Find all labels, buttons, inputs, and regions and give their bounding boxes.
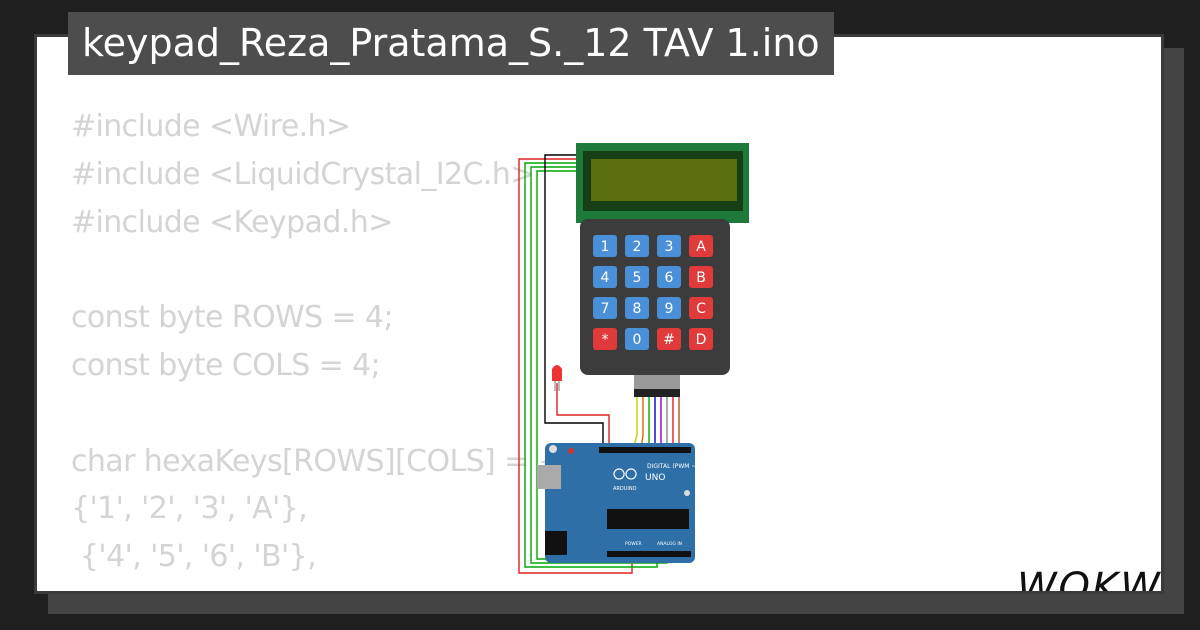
keypad-key-label: 9: [665, 301, 674, 317]
wokwi-logo[interactable]: WOKWi: [1015, 561, 1164, 594]
keypad-key-label: D: [696, 332, 707, 348]
keypad-key-star[interactable]: *: [593, 328, 617, 350]
wokwi-logo-text: WOKWi: [1017, 565, 1164, 594]
keypad-key-0[interactable]: 0: [625, 328, 649, 350]
keypad-wires: [632, 397, 680, 450]
keypad-key-label: C: [696, 301, 706, 317]
code-line: {'1', '2', '3', 'A'},: [71, 491, 308, 527]
code-preview: #include <Wire.h> #include <LiquidCrystal…: [71, 103, 557, 591]
keypad-key-6[interactable]: 6: [657, 266, 681, 288]
keypad-key-label: *: [602, 332, 609, 348]
keypad-key-2[interactable]: 2: [625, 235, 649, 257]
page-title: keypad_Reza_Pratama_S._12 TAV 1.ino: [68, 12, 834, 75]
code-line: {'4', '5', '6', 'B'},: [71, 539, 317, 575]
code-line: char hexaKeys[ROWS][COLS] = {: [71, 443, 557, 479]
code-line: {'7', '8', '9', 'C'},: [71, 581, 556, 591]
keypad-key-label: 6: [665, 270, 674, 286]
keypad-key-7[interactable]: 7: [593, 297, 617, 319]
red-led: [552, 365, 562, 391]
code-line: #include <Wire.h>: [71, 109, 351, 144]
keypad-key-5[interactable]: 5: [625, 266, 649, 288]
keypad-key-4[interactable]: 4: [593, 266, 617, 288]
keypad-key-D[interactable]: D: [689, 328, 713, 350]
keypad-key-hash[interactable]: #: [657, 328, 681, 350]
arduino-uno-board: DIGITAL (PWM ~) UNO ARDUINO ANALOG IN PO…: [537, 443, 699, 563]
keypad-key-label: #: [663, 332, 675, 348]
code-line: [71, 246, 556, 294]
code-line: [71, 390, 556, 438]
keypad-key-C[interactable]: C: [689, 297, 713, 319]
circuit-diagram: 1 2 3 A 4 5 6 B 7 8 9 C * 0 # D: [518, 143, 749, 574]
keypad-key-3[interactable]: 3: [657, 235, 681, 257]
keypad-key-label: 0: [633, 332, 642, 348]
keypad-key-label: B: [696, 270, 706, 286]
keypad-key-label: 2: [633, 239, 642, 255]
preview-card: #include <Wire.h> #include <LiquidCrystal…: [34, 34, 1164, 594]
code-line: const byte COLS = 4;: [71, 347, 381, 383]
arduino-uno-label: UNO: [645, 473, 665, 483]
keypad-key-9[interactable]: 9: [657, 297, 681, 319]
keypad-key-1[interactable]: 1: [593, 235, 617, 257]
keypad-key-label: 5: [633, 270, 642, 286]
keypad-key-label: 4: [601, 270, 610, 286]
lcd-display: [576, 143, 749, 223]
keypad-key-label: 1: [601, 239, 610, 255]
keypad-key-B[interactable]: B: [689, 266, 713, 288]
keypad-key-8[interactable]: 8: [625, 297, 649, 319]
arduino-brand-label: ARDUINO: [613, 486, 637, 492]
keypad: 1 2 3 A 4 5 6 B 7 8 9 C * 0 # D: [580, 219, 730, 397]
arduino-analog-label: ANALOG IN: [657, 541, 682, 547]
keypad-key-label: 3: [665, 239, 674, 255]
arduino-digital-label: DIGITAL (PWM ~): [647, 463, 699, 470]
code-line: #include <LiquidCrystal_I2C.h>: [71, 156, 535, 192]
keypad-key-label: 8: [633, 301, 642, 317]
arduino-power-label: POWER: [625, 541, 642, 547]
code-line: const byte ROWS = 4;: [71, 300, 394, 336]
keypad-key-A[interactable]: A: [689, 235, 713, 257]
keypad-key-label: A: [696, 239, 706, 255]
code-line: #include <Keypad.h>: [71, 204, 393, 240]
keypad-pins: [634, 375, 680, 397]
keypad-key-label: 7: [601, 301, 610, 317]
